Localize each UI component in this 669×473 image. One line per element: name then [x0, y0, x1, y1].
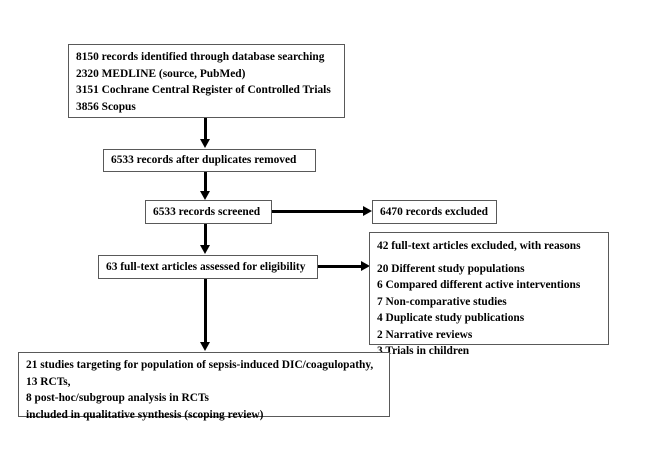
- arrowhead-identification-to-duplicates: [200, 139, 210, 148]
- arrowhead-screened-to-eligibility: [200, 245, 210, 254]
- records-identified-line-2: 2320 MEDLINE (source, PubMed): [76, 67, 246, 80]
- connector-screened-to-eligibility: [204, 224, 207, 246]
- arrowhead-eligibility-to-reasons: [361, 261, 370, 271]
- records-identified-line-1: 8150 records identified through database…: [76, 51, 325, 63]
- exclusion-reason-5: 2 Narrative reviews: [377, 328, 473, 341]
- connector-eligibility-to-included: [204, 279, 207, 343]
- full-text-assessed-box: 63 full-text articles assessed for eligi…: [98, 255, 318, 279]
- records-excluded-text: 6470 records excluded: [380, 205, 488, 218]
- records-identified-box: 8150 records identified through database…: [68, 44, 345, 118]
- exclusion-reason-1: 20 Different study populations: [377, 262, 525, 275]
- included-synthesis-line-3: 8 post-hoc/subgroup analysis in RCTs: [26, 392, 209, 404]
- connector-eligibility-to-reasons: [318, 265, 362, 268]
- connector-duplicates-to-screened: [204, 172, 207, 193]
- full-text-excluded-reasons-header: 42 full-text articles excluded, with rea…: [377, 240, 581, 252]
- full-text-excluded-reasons-box: 42 full-text articles excluded, with rea…: [369, 232, 609, 357]
- included-synthesis-line-4: included in qualitative synthesis (scopi…: [26, 408, 264, 421]
- records-after-duplicates-box: 6533 records after duplicates removed: [103, 149, 316, 172]
- records-after-duplicates-text: 6533 records after duplicates removed: [111, 154, 297, 167]
- records-excluded-box: 6470 records excluded: [372, 200, 497, 224]
- arrowhead-duplicates-to-screened: [200, 191, 210, 200]
- exclusion-reason-3: 7 Non-comparative studies: [377, 295, 507, 308]
- exclusion-reason-6: 3 Trials in children: [377, 345, 470, 357]
- connector-screened-to-excluded: [272, 210, 364, 213]
- records-screened-text: 6533 records screened: [153, 205, 261, 218]
- included-synthesis-line-1: 21 studies targeting for population of s…: [26, 359, 374, 371]
- included-synthesis-line-2: 13 RCTs,: [26, 375, 71, 388]
- arrowhead-screened-to-excluded: [363, 206, 372, 216]
- full-text-assessed-text: 63 full-text articles assessed for eligi…: [106, 260, 306, 273]
- records-screened-box: 6533 records screened: [145, 200, 272, 224]
- exclusion-reason-2: 6 Compared different active intervention…: [377, 279, 581, 291]
- connector-identification-to-duplicates: [204, 118, 207, 140]
- exclusion-reason-4: 4 Duplicate study publications: [377, 312, 525, 324]
- records-identified-line-3: 3151 Cochrane Central Register of Contro…: [76, 84, 331, 96]
- included-synthesis-box: 21 studies targeting for population of s…: [18, 352, 390, 421]
- records-identified-line-4: 3856 Scopus: [76, 100, 136, 113]
- arrowhead-eligibility-to-included: [200, 342, 210, 351]
